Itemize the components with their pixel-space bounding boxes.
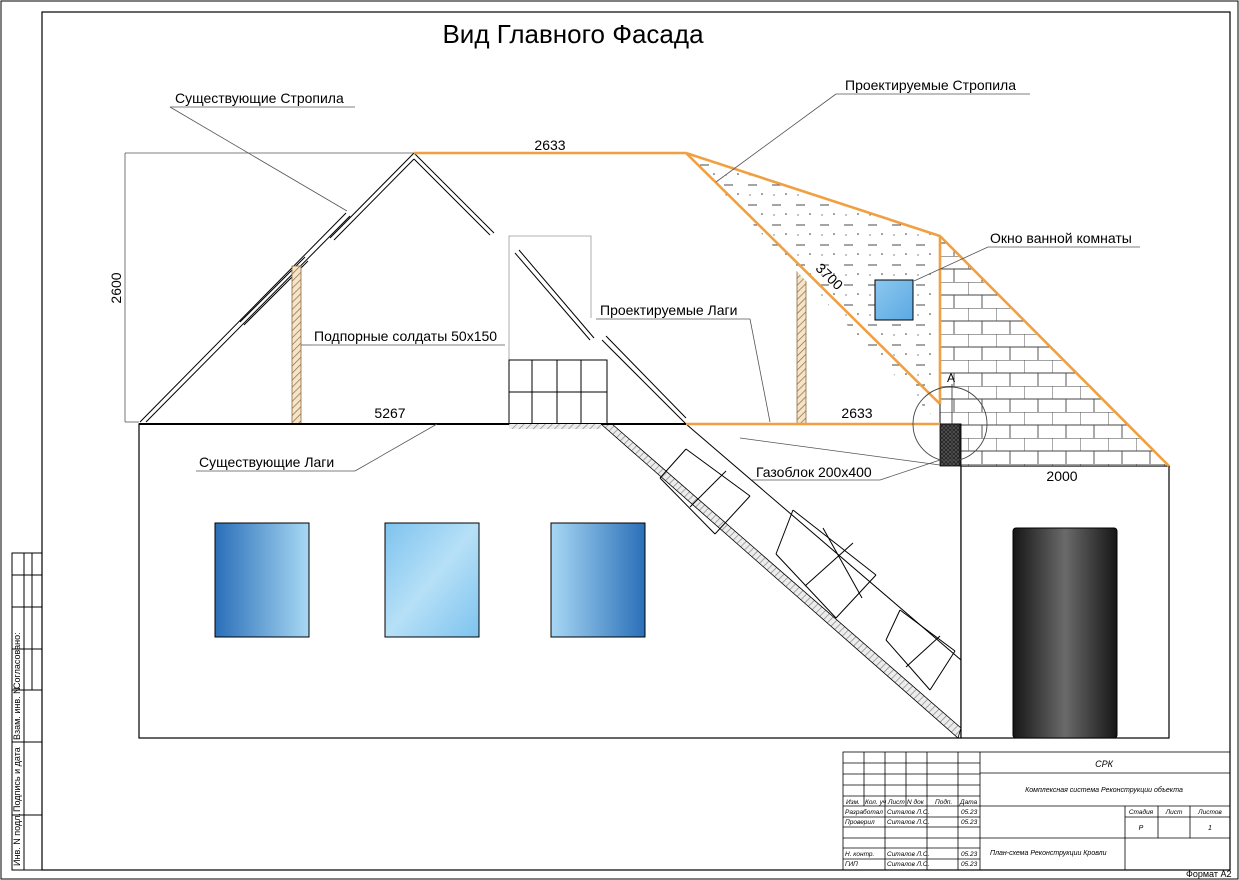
support-post-right bbox=[796, 267, 807, 425]
label-designed-joists: Проектируемые Лаги bbox=[600, 302, 737, 318]
tb-sheets-header: Листов bbox=[1197, 809, 1222, 816]
insulation-fill bbox=[686, 153, 940, 424]
tb-role-3: Н. контр. bbox=[845, 851, 875, 858]
tb-stage: Р bbox=[1139, 825, 1144, 832]
tb-sheet-header: Лист bbox=[1165, 809, 1183, 816]
facade-window-left bbox=[214, 522, 310, 638]
tb-date-3: 05.23 bbox=[961, 851, 978, 858]
facade-window-right bbox=[550, 522, 646, 638]
dim-base-left: 5267 bbox=[374, 405, 405, 421]
tb-col-date: Дата bbox=[959, 799, 978, 806]
tb-drawing: План-схема Реконструкции Кровли bbox=[990, 850, 1107, 857]
side-inv-orig: Инв. N подл. bbox=[12, 813, 22, 866]
tb-name-1: Ситалов Л.С. bbox=[887, 809, 930, 816]
label-designed-rafters: Проектируемые Стропила bbox=[845, 77, 1016, 93]
dim-base-right: 2633 bbox=[841, 405, 872, 421]
tb-col-change: Изм. bbox=[846, 799, 860, 806]
tb-role-4: ГИП bbox=[845, 861, 858, 868]
tb-date-1: 05.23 bbox=[961, 809, 978, 816]
tb-name-2: Ситалов Л.С. bbox=[887, 819, 930, 826]
facade-window-middle bbox=[384, 522, 480, 638]
tb-stage-header: Стадия bbox=[1129, 808, 1154, 816]
title-block bbox=[842, 751, 1231, 871]
tb-date-4: 05.23 bbox=[961, 861, 978, 868]
tb-role-2: Проверил bbox=[845, 819, 875, 826]
drawing-title: Вид Главного Фасада bbox=[442, 19, 704, 49]
side-replace-inv: Взам. инв. N bbox=[12, 687, 22, 740]
support-post-left bbox=[291, 265, 302, 425]
label-support-posts: Подпорные солдаты 50х150 bbox=[314, 328, 497, 344]
side-agreed: Согласовано: bbox=[12, 632, 22, 689]
label-bathroom-window: Окно ванной комнаты bbox=[990, 230, 1132, 246]
bathroom-window bbox=[874, 279, 914, 321]
designed-rafters bbox=[414, 151, 1170, 467]
joist-hatch bbox=[509, 424, 601, 429]
tb-name-4: Ситалов Л.С. bbox=[887, 861, 930, 868]
tb-col-sheet: Лист bbox=[887, 799, 905, 806]
tb-col-count: Кол. уч bbox=[865, 799, 887, 806]
tb-col-doc: N док bbox=[907, 798, 925, 806]
node-a-circle bbox=[912, 386, 988, 462]
inner-frame bbox=[41, 11, 1231, 871]
annex-door bbox=[1012, 527, 1118, 739]
label-gas-block: Газоблок 200х400 bbox=[756, 464, 872, 480]
dim-height: 2600 bbox=[108, 272, 124, 303]
tb-project: Комплексная система Реконструкции объект… bbox=[1025, 786, 1183, 794]
height-dimension bbox=[124, 152, 414, 423]
tb-col-sign: Подп. bbox=[935, 798, 952, 806]
dim-annex-width: 2000 bbox=[1046, 468, 1077, 484]
tb-role-1: Разработал bbox=[845, 808, 883, 816]
side-sign-date: Подпись и дата bbox=[12, 747, 22, 812]
node-a-label: А bbox=[947, 371, 955, 385]
existing-rafters bbox=[139, 152, 687, 425]
dim-ridge: 2633 bbox=[534, 137, 565, 153]
label-existing-rafters: Существующие Стропила bbox=[175, 90, 344, 106]
label-existing-joists: Существующие Лаги bbox=[199, 454, 334, 470]
side-stamp: Согласовано: Взам. инв. N Подпись и дата… bbox=[11, 552, 43, 871]
leaders bbox=[169, 93, 1140, 481]
tb-name-3: Ситалов Л.С. bbox=[887, 851, 930, 858]
joist-grid bbox=[508, 359, 608, 425]
format-label: Формат А2 bbox=[1186, 869, 1231, 879]
tb-sheets: 1 bbox=[1208, 825, 1212, 832]
gas-block bbox=[939, 423, 961, 467]
dormer-frame bbox=[508, 235, 592, 424]
tb-code: СРК bbox=[1095, 759, 1114, 769]
tb-date-2: 05.23 bbox=[961, 819, 978, 826]
